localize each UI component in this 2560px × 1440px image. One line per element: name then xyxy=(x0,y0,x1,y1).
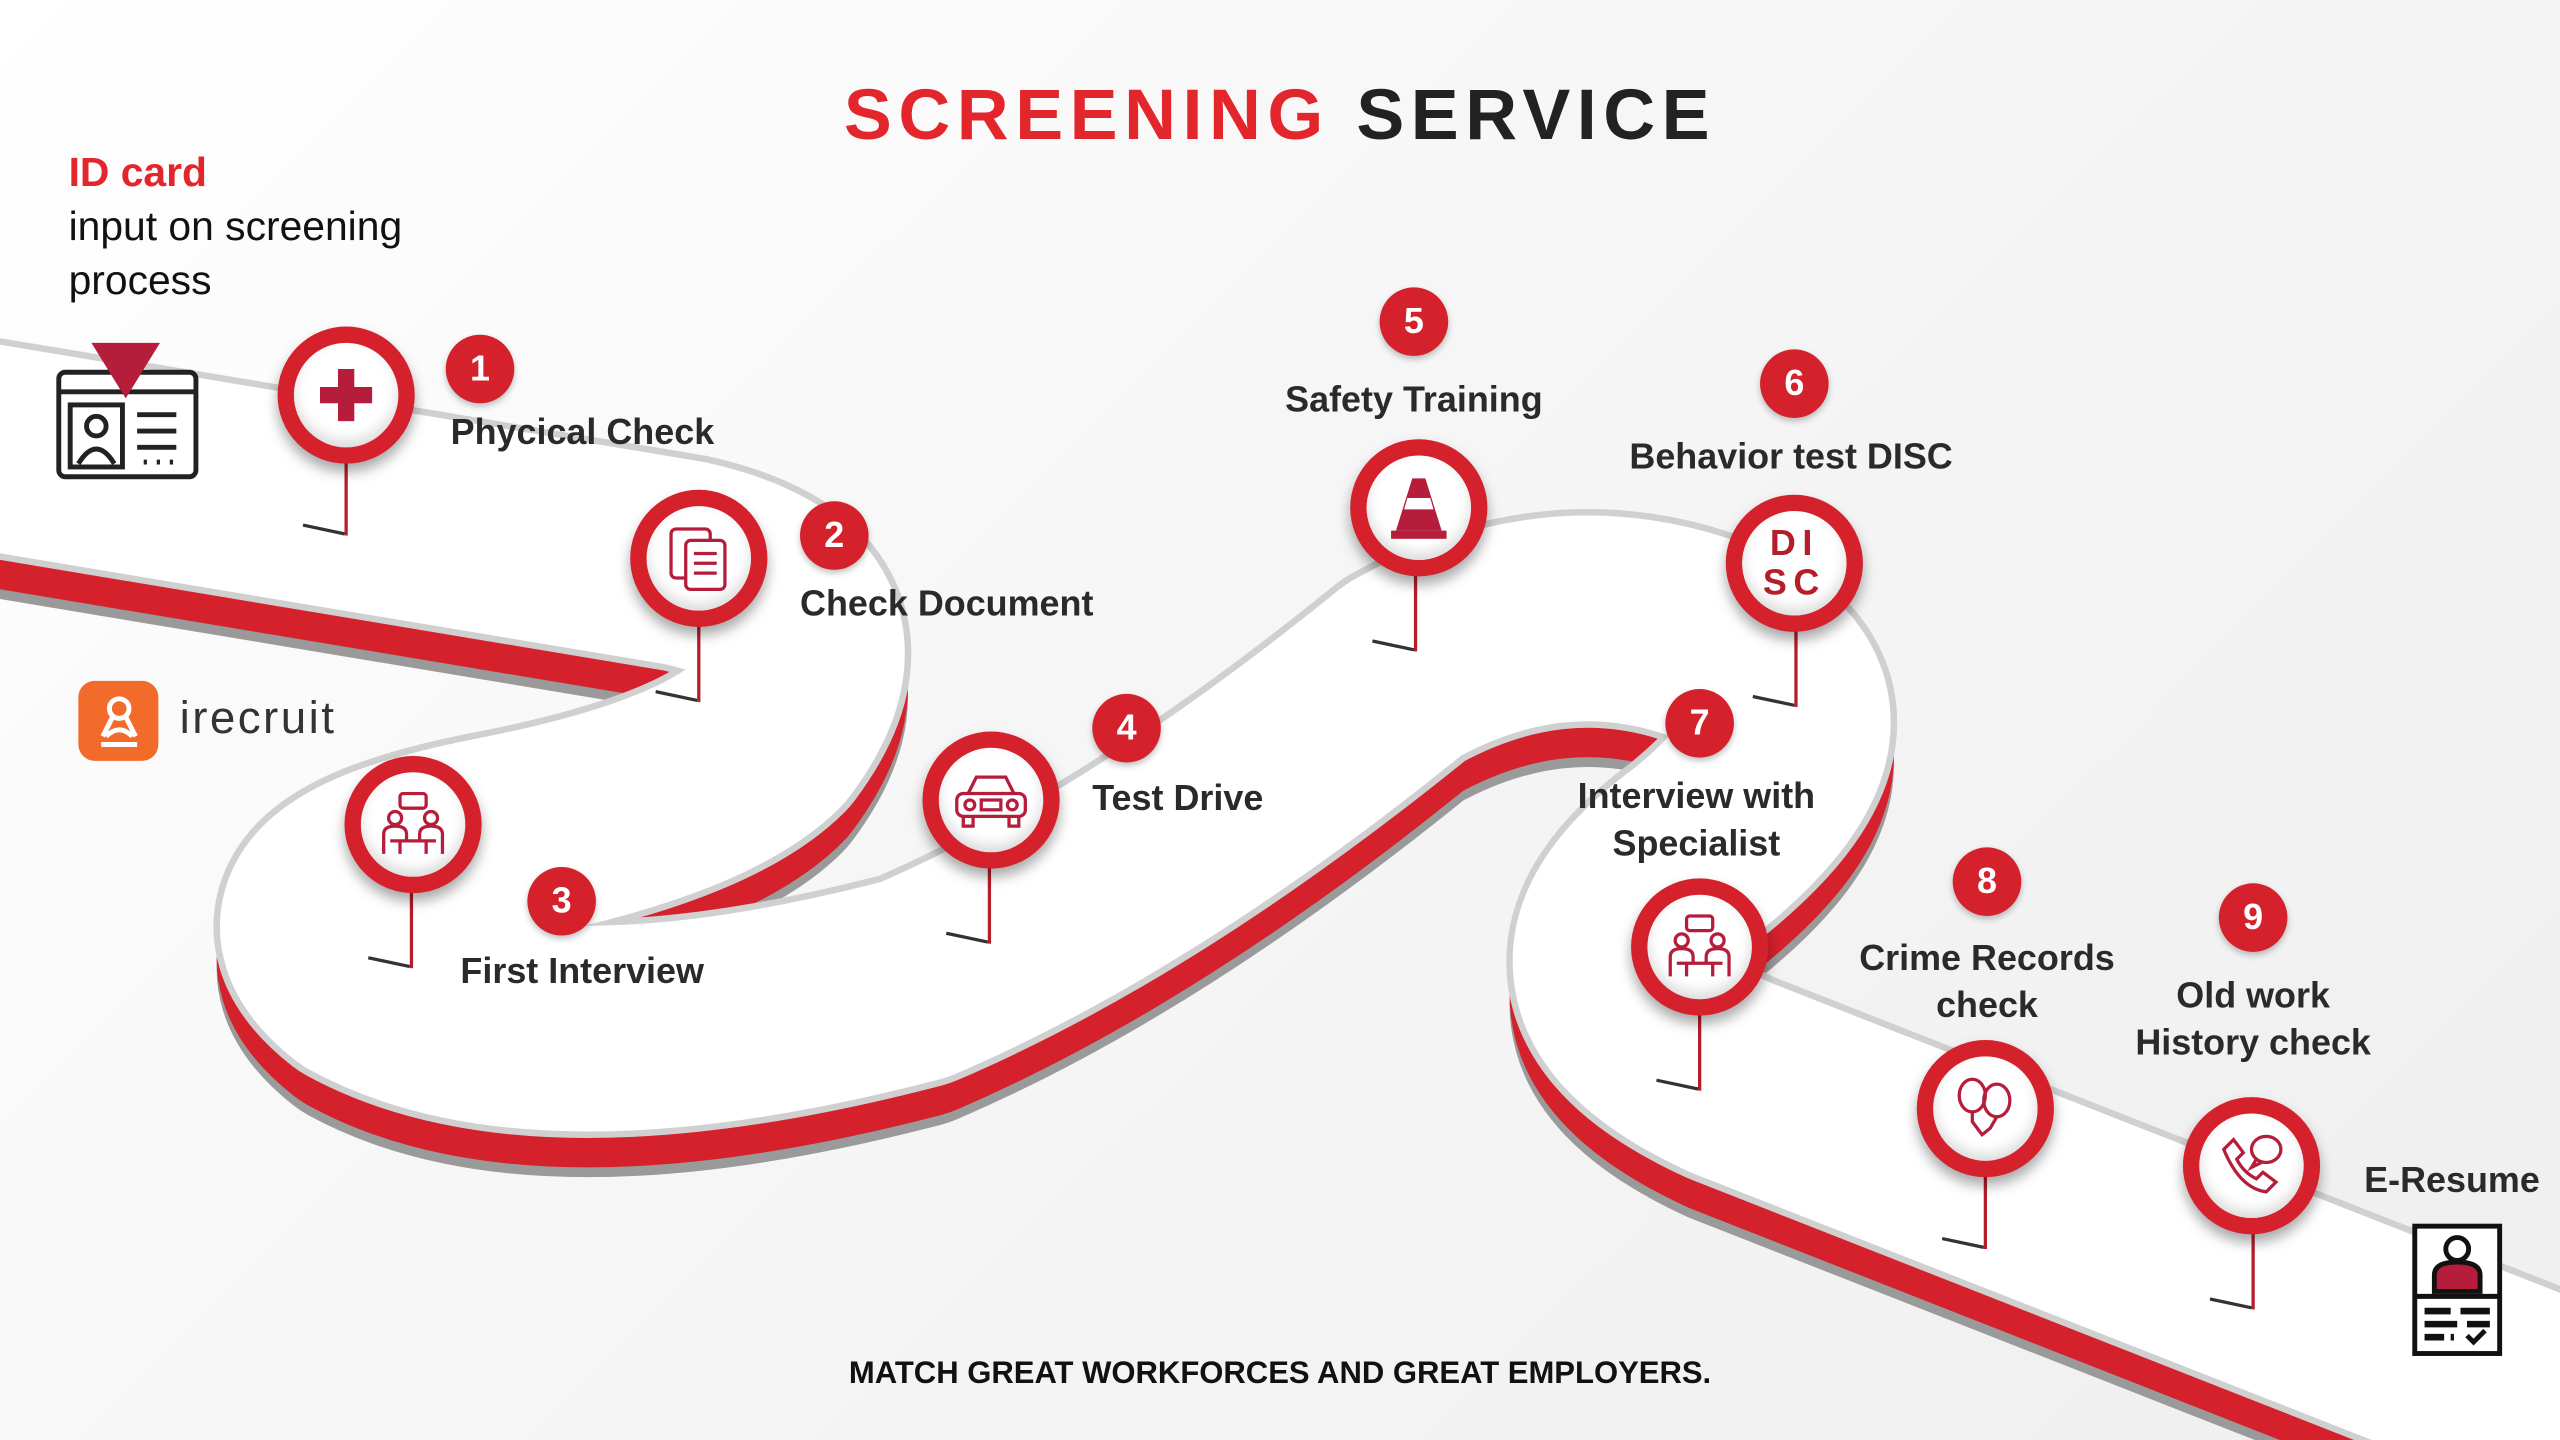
id-card-note: ID card input on screening process xyxy=(68,150,403,304)
step-8-marker xyxy=(1916,1040,2054,1178)
e-resume-label: E-Resume xyxy=(2364,1159,2540,1201)
step-9-badge: 9 xyxy=(2218,883,2288,952)
step-1-badge: 1 xyxy=(445,334,515,404)
step-4-label: Test Drive xyxy=(1092,777,1264,818)
documents-icon xyxy=(669,527,727,592)
step-3-badge: 3 xyxy=(527,866,596,936)
step-5-stem xyxy=(1413,569,1418,652)
step-8-stem xyxy=(1983,1167,1987,1250)
id-card-icon xyxy=(56,342,199,480)
brand-name: irecruit xyxy=(179,692,337,743)
step-9-stem xyxy=(2251,1227,2255,1310)
traffic-cone-icon xyxy=(1391,478,1447,539)
step-3-marker xyxy=(344,755,482,894)
phone-call-icon xyxy=(2221,1134,2283,1194)
footer-tagline: MATCH GREAT WORKFORCES AND GREAT EMPLOYE… xyxy=(848,1356,1712,1392)
step-6-label: Behavior test DISC xyxy=(1629,435,1953,477)
step-5-badge: 5 xyxy=(1379,287,1449,356)
handcuffs-icon xyxy=(1957,1077,2012,1138)
step-5-marker xyxy=(1350,439,1488,577)
step-3-stem xyxy=(409,886,414,969)
page-title: SCREENING SERVICE xyxy=(843,75,1717,156)
medical-cross-icon xyxy=(320,368,373,422)
step-4-marker xyxy=(922,731,1060,869)
step-1-label: Phycical Check xyxy=(450,411,715,453)
interview-icon xyxy=(382,791,445,854)
irecruit-logo xyxy=(78,680,159,761)
step-7-badge: 7 xyxy=(1665,688,1734,758)
step-6-badge: 6 xyxy=(1760,349,1829,418)
step-2-badge: 2 xyxy=(800,501,869,570)
step-5-label: Safety Training xyxy=(1285,378,1543,420)
step-3-label: First Interview xyxy=(460,950,704,992)
step-4-badge: 4 xyxy=(1092,693,1161,763)
step-1-stem xyxy=(344,453,348,536)
resume-icon xyxy=(2412,1223,2503,1356)
step-9-marker xyxy=(2182,1097,2321,1235)
step-7-marker xyxy=(1631,878,1769,1016)
step-2-label: Check Document xyxy=(800,582,1094,624)
step-2-marker xyxy=(630,489,768,627)
interview-icon xyxy=(1668,914,1731,977)
step-6-stem xyxy=(1794,625,1798,707)
car-icon xyxy=(955,775,1027,828)
step-4-stem xyxy=(987,862,992,944)
step-2-stem xyxy=(697,620,701,703)
step-1-marker xyxy=(277,326,415,464)
step-7-stem xyxy=(1698,1009,1702,1091)
step-8-badge: 8 xyxy=(1952,847,2022,916)
